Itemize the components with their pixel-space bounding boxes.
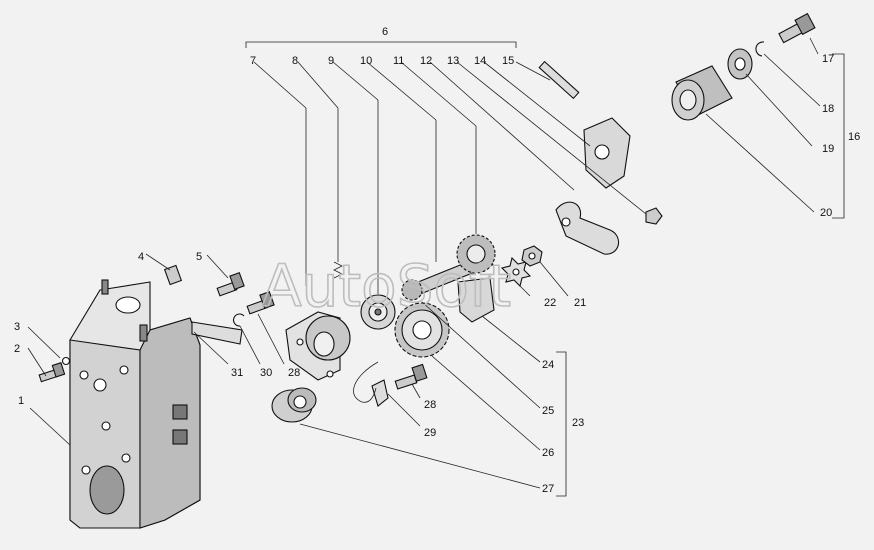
watermark-text: AutoSoft	[262, 252, 511, 320]
callout-19: 19	[822, 143, 834, 155]
part-24-gear-case	[457, 277, 495, 323]
part-5-bolt	[216, 272, 245, 297]
part-13-lever	[555, 201, 620, 255]
callout-12: 12	[420, 55, 432, 67]
callout-26: 26	[542, 447, 554, 459]
part-30-ring	[233, 313, 245, 327]
callout-4: 4	[138, 251, 144, 263]
part-18-snap-ring	[755, 41, 765, 57]
part-28-bolt-upper	[246, 291, 275, 315]
part-26-gear	[394, 302, 450, 358]
callout-22: 22	[544, 297, 556, 309]
part-27-bushing	[271, 387, 317, 423]
callout-labels: 6 7 8 9 10 11 12 13 14 15 17 18 19 16 20…	[14, 26, 860, 495]
callout-7: 7	[250, 55, 256, 67]
part-15-pin	[538, 60, 580, 100]
part-28-bolt-lower	[394, 363, 428, 390]
part-29-lock-plate	[371, 379, 389, 407]
callout-10: 10	[360, 55, 372, 67]
callout-5: 5	[196, 251, 202, 263]
part-11-gear	[456, 234, 496, 274]
callout-6: 6	[382, 26, 388, 38]
callout-13: 13	[447, 55, 459, 67]
callout-8: 8	[292, 55, 298, 67]
callout-16: 16	[848, 131, 860, 143]
part-4-pin	[163, 264, 183, 286]
callout-1: 1	[18, 395, 24, 407]
part-2-bolt	[38, 362, 66, 383]
callout-27: 27	[542, 483, 554, 495]
callout-9: 9	[328, 55, 334, 67]
callout-24: 24	[542, 359, 554, 371]
callout-30: 30	[260, 367, 272, 379]
callout-17: 17	[822, 53, 834, 65]
callout-3: 3	[14, 321, 20, 333]
part-31-bracket	[191, 321, 243, 345]
callout-31: 31	[231, 367, 243, 379]
callout-18: 18	[822, 103, 834, 115]
callout-11: 11	[393, 55, 404, 67]
callout-23: 23	[572, 417, 584, 429]
part-flange	[285, 311, 351, 381]
part-9-bearing	[360, 294, 396, 330]
callout-21: 21	[574, 297, 586, 309]
part-8-spring	[333, 261, 343, 279]
part-3-washer	[61, 356, 71, 366]
part-1-housing	[69, 279, 201, 529]
callout-25: 25	[542, 405, 554, 417]
callout-28-upper: 28	[288, 367, 300, 379]
part-14-bracket	[583, 117, 631, 189]
callout-20: 20	[820, 207, 832, 219]
leader-lines	[27, 37, 845, 497]
callout-14: 14	[474, 55, 486, 67]
part-12-nut	[645, 207, 663, 225]
part-25-gear	[401, 279, 423, 301]
callout-29: 29	[424, 427, 436, 439]
part-20-sleeve	[671, 65, 733, 121]
callout-28-lower: 28	[424, 399, 436, 411]
part-19-washer	[727, 48, 753, 80]
part-29-wire	[353, 361, 379, 403]
callout-15: 15	[502, 55, 514, 67]
callout-2: 2	[14, 343, 20, 355]
part-17-bolt	[778, 12, 816, 44]
